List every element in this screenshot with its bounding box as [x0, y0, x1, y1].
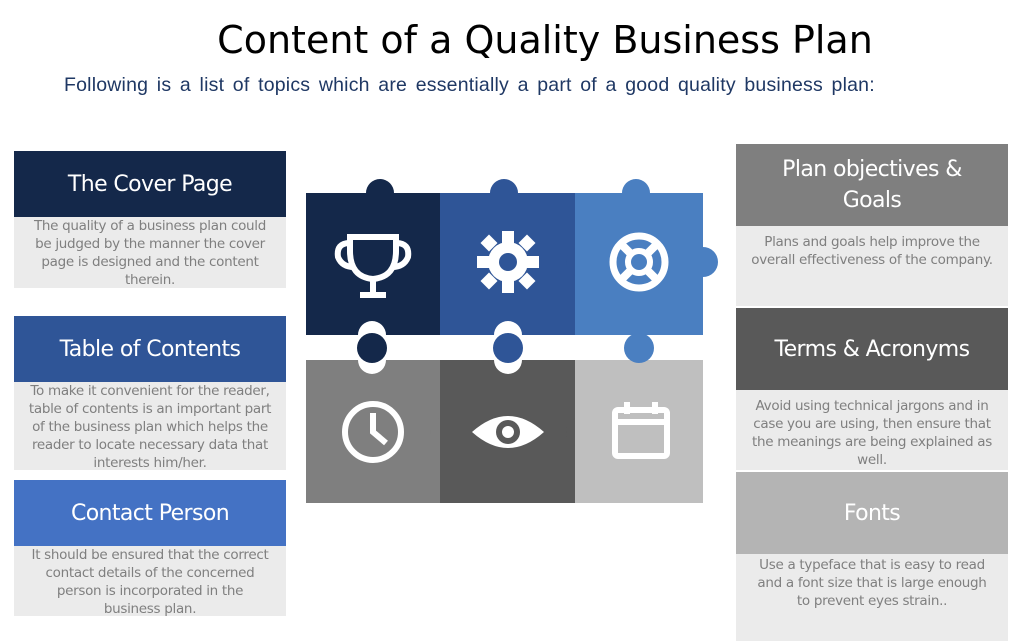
page-subtitle: Following is a list of topics which are …	[64, 74, 875, 96]
card-cover-page-heading: The Cover Page	[14, 151, 286, 217]
card-fonts-heading: Fonts	[736, 472, 1008, 554]
card-table-of-contents-heading: Table of Contents	[14, 316, 286, 382]
puzzle-piece-trophy	[306, 179, 461, 335]
card-table-of-contents-body: To make it convenient for the reader, ta…	[14, 382, 286, 471]
card-plan-objectives-heading: Plan objectives & Goals	[736, 144, 1008, 226]
lifebuoy-icon	[609, 232, 669, 292]
card-terms-acronyms-body: Avoid using technical jargons and in cas…	[736, 390, 1008, 470]
puzzle-piece-clock	[306, 360, 460, 503]
trophy-icon	[334, 234, 412, 298]
card-cover-page-body: The quality of a business plan could be …	[14, 217, 286, 288]
page-title: Content of a Quality Business Plan	[217, 18, 873, 62]
calendar-icon	[612, 402, 670, 459]
card-contact-person-body: It should be ensured that the correct co…	[14, 546, 286, 617]
puzzle-piece-calendar	[575, 360, 703, 503]
clock-icon	[342, 401, 404, 463]
gear-icon	[477, 231, 539, 293]
card-terms-acronyms-heading: Terms & Acronyms	[736, 308, 1008, 390]
puzzle-graphic	[306, 179, 718, 503]
card-fonts-body: Use a typeface that is easy to read and …	[736, 554, 1008, 641]
eye-icon	[472, 416, 544, 448]
card-plan-objectives-body: Plans and goals help improve the overall…	[736, 226, 1008, 306]
card-contact-person-heading: Contact Person	[14, 480, 286, 546]
